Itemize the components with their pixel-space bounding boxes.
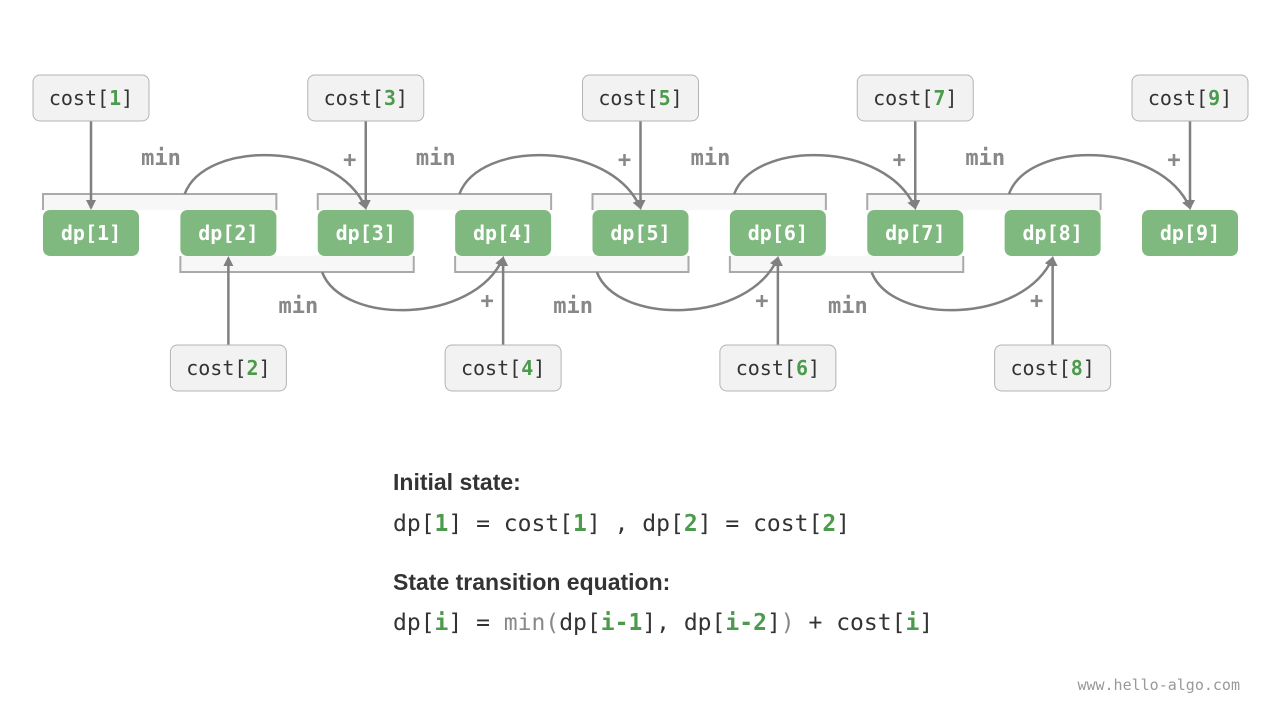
- bottom-bracket-fill: [455, 256, 689, 272]
- transition-heading: State transition equation:: [393, 569, 671, 595]
- cost-node-3: cost[3]: [307, 74, 425, 122]
- dp-node-7: dp[7]: [867, 210, 964, 256]
- bottom-bracket: [454, 256, 690, 273]
- min-curve: [870, 256, 1054, 312]
- dp-node-5: dp[5]: [592, 210, 689, 256]
- dp-node-4: dp[4]: [455, 210, 552, 256]
- cost-node-4: cost[4]: [444, 344, 562, 392]
- cost-node-1: cost[1]: [32, 74, 150, 122]
- cost-label: cost[1]: [49, 86, 133, 110]
- top-bracket: [591, 193, 827, 210]
- bottom-bracket: [728, 256, 965, 273]
- cost-node-5: cost[5]: [582, 74, 699, 122]
- bracket-layer: [42, 193, 1102, 273]
- cost-box: [582, 74, 699, 122]
- cost-node-2: cost[2]: [169, 344, 287, 392]
- top-bracket-fill: [867, 194, 1101, 210]
- dp-node-1: dp[1]: [43, 210, 139, 256]
- min-label: min: [141, 146, 181, 171]
- cost-label: cost[9]: [1148, 86, 1232, 110]
- cost-label: cost[7]: [873, 86, 957, 110]
- dp-node-9: dp[9]: [1142, 210, 1238, 256]
- plus-label: +: [755, 289, 768, 314]
- min-label: min: [965, 146, 1005, 171]
- cost-box: [719, 344, 837, 392]
- dp-label: dp[7]: [885, 221, 945, 245]
- cost-label: cost[3]: [324, 86, 408, 110]
- initial-state-heading: Initial state:: [393, 469, 521, 495]
- label-layer: min + min + min + min + min + min + min +: [141, 146, 1181, 319]
- dp-box: [455, 210, 552, 256]
- dp-box: [43, 210, 139, 256]
- min-label: min: [553, 294, 593, 319]
- plus-label: +: [343, 148, 356, 173]
- cost-label: cost[2]: [186, 356, 270, 380]
- min-label: min: [416, 146, 456, 171]
- min-curve: [733, 153, 917, 210]
- top-bracket-fill: [43, 194, 277, 210]
- cost-box: [994, 344, 1112, 392]
- dp-box: [317, 210, 414, 256]
- dp-node-2: dp[2]: [180, 210, 277, 256]
- dp-box: [180, 210, 277, 256]
- bottom-bracket-fill: [180, 256, 414, 272]
- dp-label: dp[6]: [748, 221, 808, 245]
- cost-node-8: cost[8]: [994, 344, 1112, 392]
- plus-label: +: [1030, 289, 1043, 314]
- cost-box: [856, 74, 974, 122]
- bottom-bracket-fill: [729, 256, 964, 272]
- top-bracket: [866, 193, 1102, 210]
- dp-node-3: dp[3]: [317, 210, 414, 256]
- cost-label: cost[8]: [1010, 356, 1094, 380]
- min-label: min: [691, 146, 731, 171]
- cost-box: [1131, 74, 1249, 122]
- cost-box: [32, 74, 150, 122]
- plus-label: +: [481, 289, 494, 314]
- min-curve: [595, 256, 780, 312]
- watermark: www.hello-algo.com: [1077, 676, 1240, 694]
- top-bracket-fill: [592, 194, 826, 210]
- min-curve: [458, 153, 642, 210]
- cost-label: cost[6]: [736, 356, 820, 380]
- dp-box: [592, 210, 689, 256]
- min-curve: [183, 153, 368, 210]
- dp-box: [1142, 210, 1238, 256]
- dp-label: dp[4]: [473, 221, 533, 245]
- cost-label: cost[5]: [598, 86, 682, 110]
- min-curve: [320, 256, 505, 312]
- plus-label: +: [893, 148, 906, 173]
- dp-label: dp[9]: [1160, 221, 1220, 245]
- bottom-bracket: [179, 256, 415, 273]
- dp-label: dp[1]: [61, 221, 121, 245]
- transition-equation: dp[i] = min(dp[i-1], dp[i-2]) + cost[i]: [393, 610, 934, 636]
- initial-state-equation: dp[1] = cost[1] , dp[2] = cost[2]: [393, 511, 851, 537]
- dp-label: dp[5]: [610, 221, 670, 245]
- node-layer: dp[1] dp[2] dp[3] dp[4] dp[5] dp[6] dp[7] dp[8]…: [32, 74, 1249, 392]
- dp-label: dp[3]: [336, 221, 396, 245]
- min-label: min: [279, 294, 319, 319]
- top-bracket: [316, 193, 553, 210]
- link-layer: [86, 121, 1195, 345]
- dp-node-8: dp[8]: [1004, 210, 1101, 256]
- cost-box: [169, 344, 287, 392]
- cost-node-6: cost[6]: [719, 344, 837, 392]
- top-bracket-fill: [317, 194, 552, 210]
- min-label: min: [828, 294, 868, 319]
- cost-node-9: cost[9]: [1131, 74, 1249, 122]
- plus-label: +: [618, 148, 631, 173]
- dp-label: dp[8]: [1023, 221, 1083, 245]
- dp-box: [1004, 210, 1101, 256]
- dp-box: [729, 210, 826, 256]
- dp-node-6: dp[6]: [729, 210, 826, 256]
- min-curve: [1007, 153, 1192, 210]
- dp-label: dp[2]: [198, 221, 258, 245]
- cost-label: cost[4]: [461, 356, 545, 380]
- top-bracket: [42, 193, 278, 210]
- dp-box: [867, 210, 964, 256]
- cost-box: [307, 74, 425, 122]
- cost-node-7: cost[7]: [856, 74, 974, 122]
- plus-label: +: [1167, 148, 1180, 173]
- cost-box: [444, 344, 562, 392]
